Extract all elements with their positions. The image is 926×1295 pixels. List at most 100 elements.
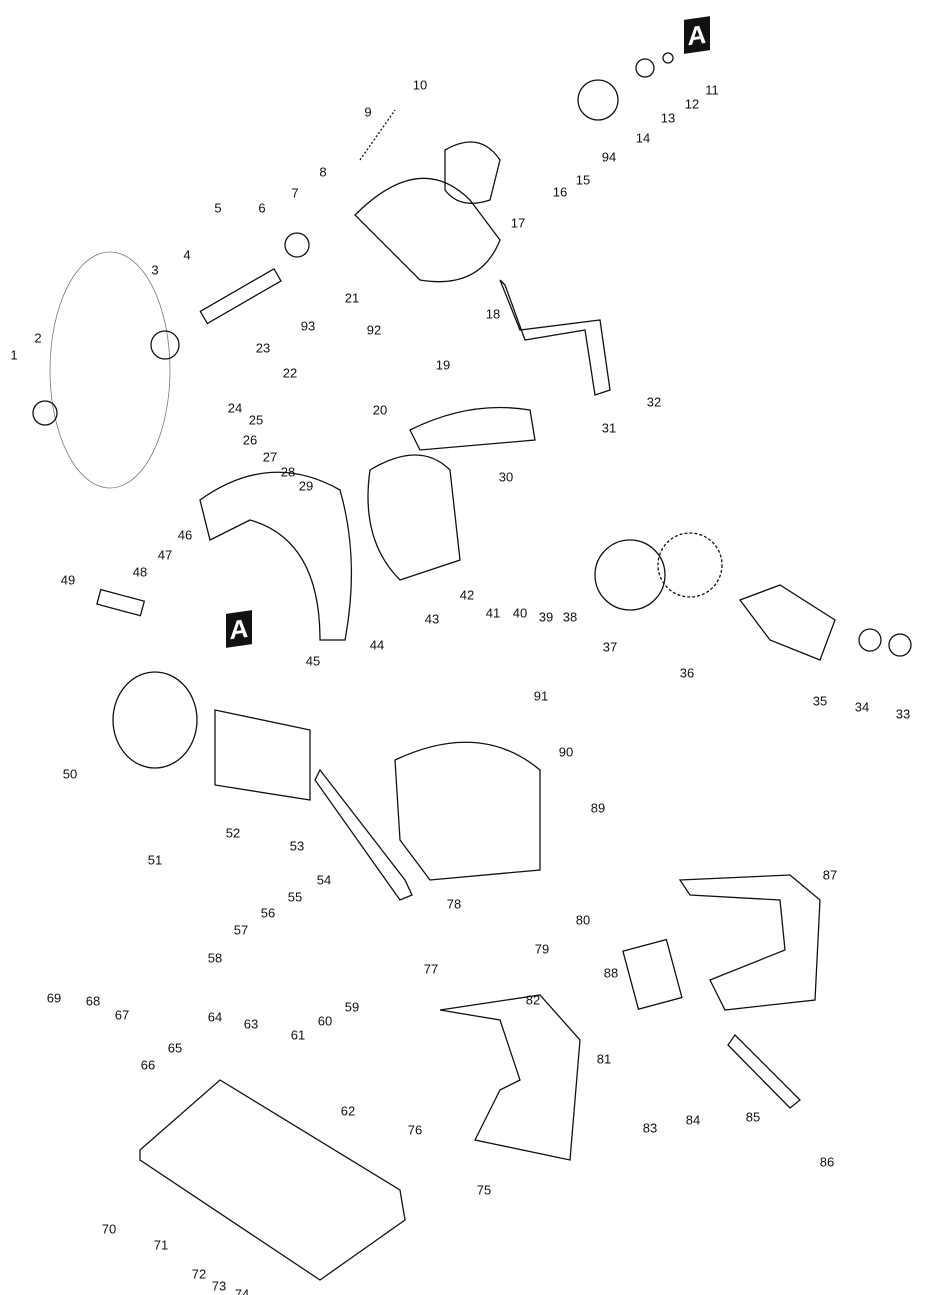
part-label-44: 44	[369, 637, 385, 653]
part-label-83: 83	[642, 1120, 658, 1136]
part-label-63: 63	[243, 1016, 259, 1032]
part-label-87: 87	[822, 867, 838, 883]
ring-11	[662, 52, 674, 64]
part-label-61: 61	[290, 1027, 306, 1043]
part-label-30: 30	[498, 469, 514, 485]
part-label-76: 76	[407, 1122, 423, 1138]
gear-14	[577, 79, 619, 121]
part-label-77: 77	[423, 961, 439, 977]
part-label-68: 68	[85, 993, 101, 1009]
part-label-36: 36	[679, 665, 695, 681]
section-marker-a-bottom: A	[226, 610, 252, 648]
part-label-47: 47	[157, 547, 173, 563]
side-handle-85	[727, 1033, 801, 1109]
bearing-33	[888, 633, 912, 657]
gear-housing-cover-17	[444, 141, 501, 204]
part-label-9: 9	[364, 104, 372, 120]
part-label-93: 93	[300, 318, 316, 334]
guard-30	[409, 406, 536, 451]
spindle	[199, 267, 282, 325]
bearing-34	[858, 628, 882, 652]
field-52	[214, 709, 311, 801]
part-label-12: 12	[684, 96, 700, 112]
part-label-43: 43	[424, 611, 440, 627]
part-label-84: 84	[685, 1112, 701, 1128]
bearing-7	[284, 232, 310, 258]
baffle-37	[594, 539, 666, 611]
part-label-53: 53	[289, 838, 305, 854]
part-label-79: 79	[534, 941, 550, 957]
handle-31	[499, 279, 611, 396]
part-label-41: 41	[485, 605, 501, 621]
part-label-75: 75	[476, 1182, 492, 1198]
part-label-40: 40	[512, 605, 528, 621]
field-holder-50	[112, 671, 198, 769]
saw-blade	[49, 251, 171, 489]
part-label-6: 6	[258, 200, 266, 216]
part-label-35: 35	[812, 693, 828, 709]
part-label-94: 94	[601, 149, 617, 165]
part-label-18: 18	[485, 306, 501, 322]
part-label-66: 66	[140, 1057, 156, 1073]
part-label-57: 57	[233, 922, 249, 938]
part-label-15: 15	[575, 172, 591, 188]
part-label-60: 60	[317, 1013, 333, 1029]
base-71	[139, 1079, 406, 1281]
part-label-42: 42	[459, 587, 475, 603]
part-label-19: 19	[435, 357, 451, 373]
part-label-58: 58	[207, 950, 223, 966]
section-marker-a-top: A	[684, 16, 710, 54]
part-label-46: 46	[177, 527, 193, 543]
part-label-89: 89	[590, 800, 606, 816]
part-label-21: 21	[344, 290, 360, 306]
part-label-82: 82	[525, 992, 541, 1008]
part-label-65: 65	[167, 1040, 183, 1056]
part-label-86: 86	[819, 1154, 835, 1170]
switch-88	[622, 938, 683, 1010]
part-label-50: 50	[62, 766, 78, 782]
fan-36	[657, 532, 723, 598]
part-label-59: 59	[344, 999, 360, 1015]
bearing-12	[635, 58, 655, 78]
label-49	[96, 588, 146, 617]
part-label-38: 38	[562, 609, 578, 625]
part-label-80: 80	[575, 912, 591, 928]
part-label-2: 2	[34, 330, 42, 346]
part-label-22: 22	[282, 365, 298, 381]
part-label-28: 28	[280, 464, 296, 480]
part-label-67: 67	[114, 1007, 130, 1023]
part-label-3: 3	[151, 262, 159, 278]
part-label-56: 56	[260, 905, 276, 921]
part-label-52: 52	[225, 825, 241, 841]
part-label-16: 16	[552, 184, 568, 200]
part-label-51: 51	[147, 852, 163, 868]
part-label-70: 70	[101, 1221, 117, 1237]
part-label-11: 11	[705, 82, 719, 98]
part-label-49: 49	[60, 572, 76, 588]
gear-housing-43	[367, 454, 461, 581]
part-label-5: 5	[214, 200, 222, 216]
part-label-71: 71	[153, 1237, 169, 1253]
outer-flange	[32, 400, 58, 426]
part-label-73: 73	[211, 1278, 227, 1294]
part-label-90: 90	[558, 744, 574, 760]
part-label-62: 62	[340, 1103, 356, 1119]
part-label-7: 7	[291, 185, 299, 201]
safety-guard-45	[199, 471, 353, 641]
part-label-91: 91	[533, 688, 549, 704]
part-label-23: 23	[255, 340, 271, 356]
part-label-10: 10	[412, 77, 428, 93]
part-label-33: 33	[895, 706, 911, 722]
part-label-27: 27	[262, 449, 278, 465]
part-label-48: 48	[132, 564, 148, 580]
part-label-92: 92	[366, 322, 382, 338]
part-label-45: 45	[305, 653, 321, 669]
part-label-26: 26	[242, 432, 258, 448]
part-label-14: 14	[635, 130, 651, 146]
part-label-69: 69	[46, 990, 62, 1006]
part-label-25: 25	[248, 412, 264, 428]
part-label-81: 81	[596, 1051, 612, 1067]
inner-flange	[150, 330, 180, 360]
